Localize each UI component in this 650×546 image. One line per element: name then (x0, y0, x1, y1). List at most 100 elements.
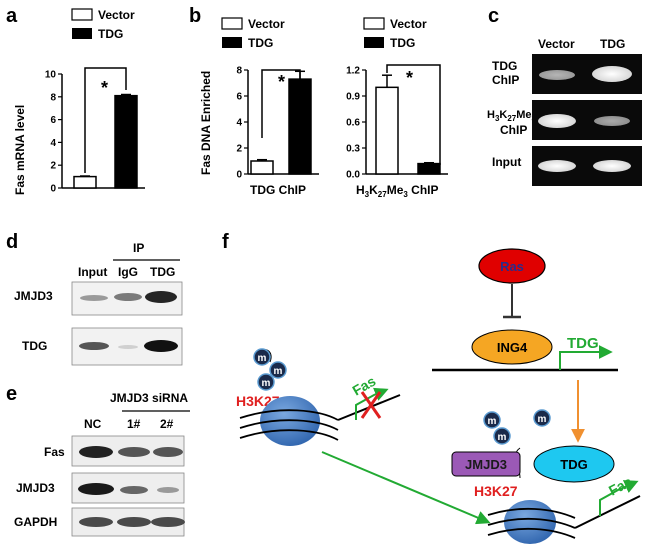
ras-label: Ras (500, 259, 524, 274)
blot-band (118, 447, 150, 457)
chart-b2-bar-tdg (417, 162, 441, 175)
chart-b2-tick-label: 1.2 (346, 66, 360, 77)
significance-star: * (278, 72, 285, 92)
chart-b1-bars (250, 70, 312, 175)
ing4-label: ING4 (497, 340, 528, 355)
chart-b1-bar-vector (250, 160, 274, 175)
gel-c: Vector TDG TDG ChIP H3K27Me3 ChIP Input (487, 37, 642, 186)
fas-promoter-arrow-right (599, 480, 639, 516)
legend-tdg-label: TDG (248, 36, 273, 50)
blot-d-col-tdg: TDG (150, 265, 175, 279)
gel-c-row3-label: Input (492, 155, 521, 169)
panel-label-e: e (6, 383, 17, 405)
ing4-ellipse (471, 329, 553, 365)
blot-band (79, 342, 109, 350)
legend-tdg-label: TDG (98, 27, 123, 41)
methyl-mark (253, 348, 271, 366)
gel-band (592, 66, 632, 82)
blot-band (120, 486, 148, 494)
panel-label-a: a (6, 5, 18, 27)
blot-e-col-nc: NC (84, 417, 102, 431)
methyl-label: m (538, 414, 547, 425)
chart-b1-tick-label: 6 (236, 92, 242, 103)
blot-band (157, 487, 179, 493)
methyl-mark (269, 361, 287, 379)
chart-a-tick-label: 0 (50, 184, 56, 195)
blot-band (151, 517, 185, 527)
gel-c-row2-label: H3K27Me3 (487, 109, 537, 123)
chart-a-legend: Vector TDG (71, 8, 135, 41)
blot-band (145, 291, 177, 303)
methyl-mark (533, 409, 551, 427)
chart-b2-tick-label: 0.6 (346, 118, 360, 129)
gel-c-col-tdg: TDG (600, 37, 625, 51)
legend-vector-swatch (71, 8, 93, 21)
right-complex-group: m m m JMJD3 TDG H3K27 Fas (451, 409, 641, 544)
gel-c-col-vector: Vector (538, 37, 575, 51)
chart-b1-tick-label: 4 (236, 118, 242, 129)
methyl-label: m (488, 416, 497, 427)
chart-a-tick-label: 2 (50, 161, 56, 172)
gel-c-row1-label: TDG (492, 59, 517, 73)
chart-b1-ylabel: Fas DNA Enriched (199, 71, 213, 175)
gel-band (538, 114, 576, 128)
chart-b1-legend: Vector TDG (221, 17, 285, 50)
jmjd3-label: JMJD3 (465, 457, 507, 472)
blot-d-row-tdg: TDG (22, 339, 47, 353)
chart-b1-significance: * (261, 69, 301, 138)
methyl-mark (257, 373, 275, 391)
panel-label-b: b (189, 5, 201, 27)
blot-e-col-2: 2# (160, 417, 174, 431)
methyl-label: m (498, 432, 507, 443)
panel-label-c: c (488, 5, 499, 27)
methyl-label: m (258, 353, 267, 364)
chart-b2-bars (375, 74, 441, 175)
panel-label-f: f (222, 231, 229, 253)
tdg-promoter-arrow (559, 345, 613, 370)
chart-b2-xlabel: H3K27Me3 ChIP (356, 183, 439, 199)
legend-vector-label: Vector (390, 17, 427, 31)
ras-ellipse (478, 248, 546, 284)
diagram-f: Ras ING4 TDG m m m H3K27 F (236, 248, 641, 544)
left-nucleosome-group: m m m H3K27 Fas (236, 348, 401, 446)
panel-label-d: d (6, 231, 18, 253)
blot-band (153, 447, 183, 457)
blot-e-row-gapdh: GAPDH (14, 515, 57, 529)
chart-a-bars (73, 93, 138, 189)
tdg-gene-label: TDG (567, 335, 599, 352)
significance-star: * (101, 78, 108, 98)
blot-band (118, 345, 138, 349)
legend-tdg-swatch (364, 37, 384, 48)
chart-a-tick-label: 6 (50, 115, 56, 126)
chart-a-bar-tdg (114, 94, 138, 189)
chart-b2-tick-label: 0.0 (346, 170, 360, 181)
blot-e-col-1: 1# (127, 417, 141, 431)
gel-c-row2-label2: ChIP (500, 123, 527, 137)
tdg-protein-ellipse (533, 445, 615, 483)
blot-band (114, 293, 142, 301)
chart-a-bar-vector (73, 175, 97, 189)
chart-b1-tick-label: 8 (236, 66, 242, 77)
chart-b2-bar-vector (375, 86, 399, 175)
significance-star: * (406, 68, 413, 88)
blot-band (144, 340, 178, 352)
blot-e-row-jmjd3: JMJD3 (16, 481, 55, 495)
h3k27-right-label: H3K27 (474, 483, 518, 499)
blot-band (79, 517, 113, 527)
gel-band (538, 160, 576, 172)
gel-band (539, 70, 575, 80)
gel-band (594, 116, 630, 126)
blot-e: JMJD3 siRNA NC 1# 2# Fas JMJD3 GAPDH (14, 391, 190, 537)
chart-a-ylabel: Fas mRNA level (13, 105, 27, 195)
chart-b2-significance: * (386, 64, 441, 165)
chart-a-tick-label: 10 (45, 70, 57, 81)
chart-b1-tick-label: 0 (236, 170, 242, 181)
blot-band (117, 517, 151, 527)
legend-vector-label: Vector (98, 8, 135, 22)
jmjd3-box (451, 451, 521, 477)
legend-vector-swatch (363, 17, 385, 30)
blot-band (80, 295, 108, 301)
transition-arrow (321, 451, 491, 525)
chart-b1-xlabel: TDG ChIP (250, 183, 306, 197)
